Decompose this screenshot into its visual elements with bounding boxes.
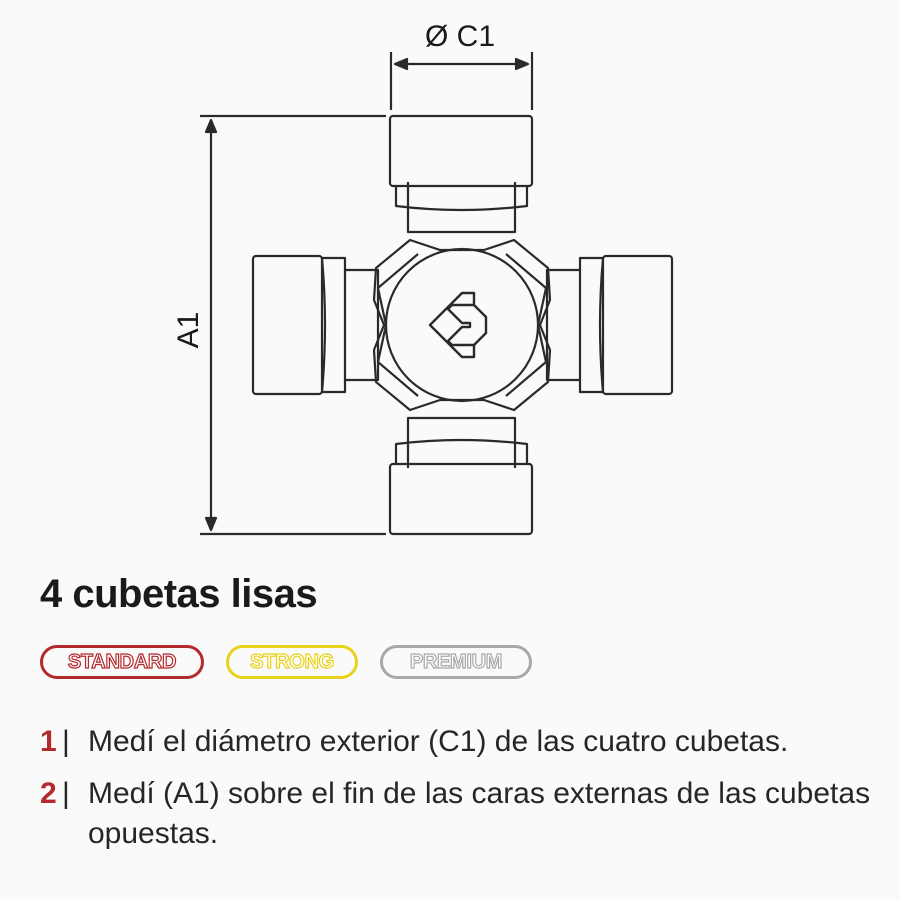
cup-left	[251, 254, 380, 396]
step-separator: |	[62, 725, 70, 758]
step-text: Medí el diámetro exterior (C1) de las cu…	[88, 725, 789, 758]
a1-dimension	[200, 114, 386, 536]
step-separator: |	[62, 777, 70, 810]
step-text: Medí (A1) sobre el fin de las caras exte…	[88, 777, 871, 850]
a1-label: A1	[172, 312, 205, 349]
cup-right	[545, 254, 674, 396]
badge-premium: PREMIUM	[380, 645, 532, 679]
cross-body	[372, 238, 552, 412]
product-title: 4 cubetas lisas	[40, 572, 318, 616]
badge-premium-label: PREMIUM	[409, 650, 503, 673]
cup-top	[388, 114, 534, 234]
c1-label: Ø C1	[425, 20, 495, 53]
step-2: 2 | Medí (A1) sobre el fin de las caras …	[40, 774, 890, 854]
instructions-list: 1 | Medí el diámetro exterior (C1) de la…	[40, 722, 890, 866]
step-number: 1	[40, 725, 57, 758]
brand-logo-icon	[428, 291, 488, 359]
step-1: 1 | Medí el diámetro exterior (C1) de la…	[40, 722, 890, 762]
badge-strong-label: STRONG	[250, 650, 335, 673]
step-number: 2	[40, 777, 57, 810]
cup-bottom	[388, 416, 534, 536]
tier-badges: STANDARD STRONG PREMIUM	[40, 645, 532, 679]
badge-standard-label: STANDARD	[67, 650, 177, 673]
badge-standard: STANDARD	[40, 645, 204, 679]
badge-strong: STRONG	[226, 645, 358, 679]
c1-dimension	[389, 52, 534, 110]
universal-joint-diagram: Ø C1 A1	[172, 20, 674, 536]
